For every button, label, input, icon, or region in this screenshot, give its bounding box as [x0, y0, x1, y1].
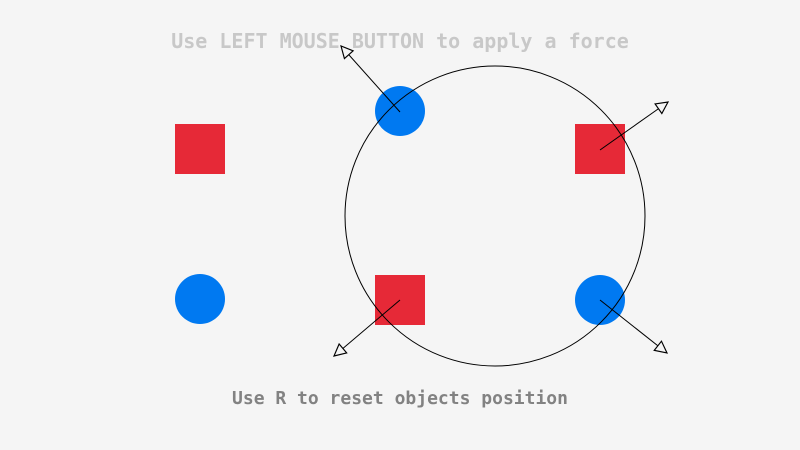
physics-ball-5[interactable]	[375, 86, 425, 136]
scene-objects	[175, 86, 625, 325]
scene-overlay	[334, 46, 668, 367]
hint-apply-force: Use LEFT MOUSE BUTTON to apply a force	[171, 29, 629, 53]
physics-ball-4[interactable]	[175, 274, 225, 324]
hint-reset-objects: Use R to reset objects position	[232, 388, 568, 409]
force-arrow-2	[599, 102, 668, 151]
force-arrow-3	[334, 299, 401, 356]
physics-square-2[interactable]	[575, 124, 625, 174]
force-arrow-1	[341, 46, 401, 113]
boundary-circle	[344, 65, 646, 367]
physics-square-1[interactable]	[175, 124, 225, 174]
force-arrow-4	[599, 299, 667, 353]
